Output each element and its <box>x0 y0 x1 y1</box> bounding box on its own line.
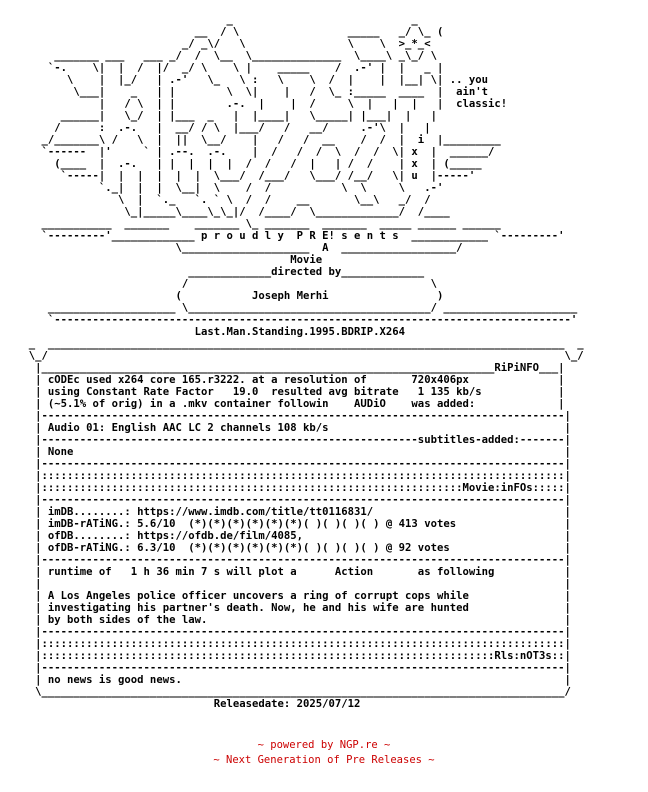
footer: ~ powered by NGP.re ~ ~ Next Generation … <box>0 738 648 768</box>
nfo-text-block: _ _ __ / \ _____ _/ \_ ( _/ _\/ \ \ \ >_… <box>28 14 584 710</box>
footer-powered-by: ~ powered by NGP.re ~ <box>257 739 391 751</box>
footer-tagline: ~ Next Generation of Pre Releases ~ <box>213 754 435 766</box>
